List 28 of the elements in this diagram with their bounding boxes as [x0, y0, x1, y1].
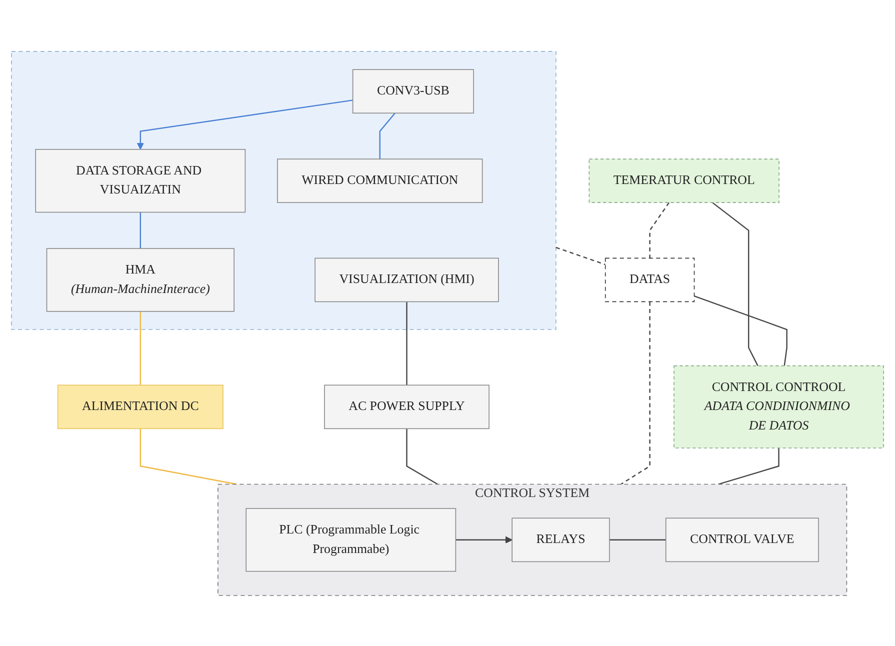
arrow [456, 536, 512, 543]
connector [379, 112, 396, 159]
connector [712, 202, 758, 366]
connector [609, 538, 666, 540]
cluster [11, 50, 556, 330]
connector [140, 212, 142, 248]
connector [718, 448, 780, 484]
connector [694, 294, 788, 366]
connector [620, 301, 650, 484]
node-box: VISUALIZATION (HMI) [314, 257, 499, 302]
node-box: WIRED COMMUNICATION [277, 158, 483, 202]
node-box: RELAYS [512, 517, 610, 562]
node-box: DATA STORAGE AND VISUAIZATIN [35, 148, 246, 212]
connector [406, 301, 408, 385]
node-box: TEMERATUR CONTROL [588, 158, 780, 202]
node-box: DATAS [604, 257, 695, 302]
connector [649, 202, 670, 258]
connector [406, 428, 438, 484]
node-box: CONTROL VALVE [665, 517, 819, 562]
node-box: AC POWER SUPPLY [324, 384, 490, 429]
node-box: HMA (Human-MachineInterace) [46, 248, 234, 312]
node-box: ALIMENTATION DC [57, 384, 224, 429]
node-box: PLC (Programmable Logic Programmabe) [246, 508, 456, 572]
arrow [136, 99, 353, 150]
node-box: CONV3-USB [352, 68, 474, 114]
connector [140, 310, 142, 385]
connector [556, 246, 606, 265]
node-box: CONTROL CONTROOL ADATA CONDINIONMINO DE DATOS [674, 364, 884, 448]
